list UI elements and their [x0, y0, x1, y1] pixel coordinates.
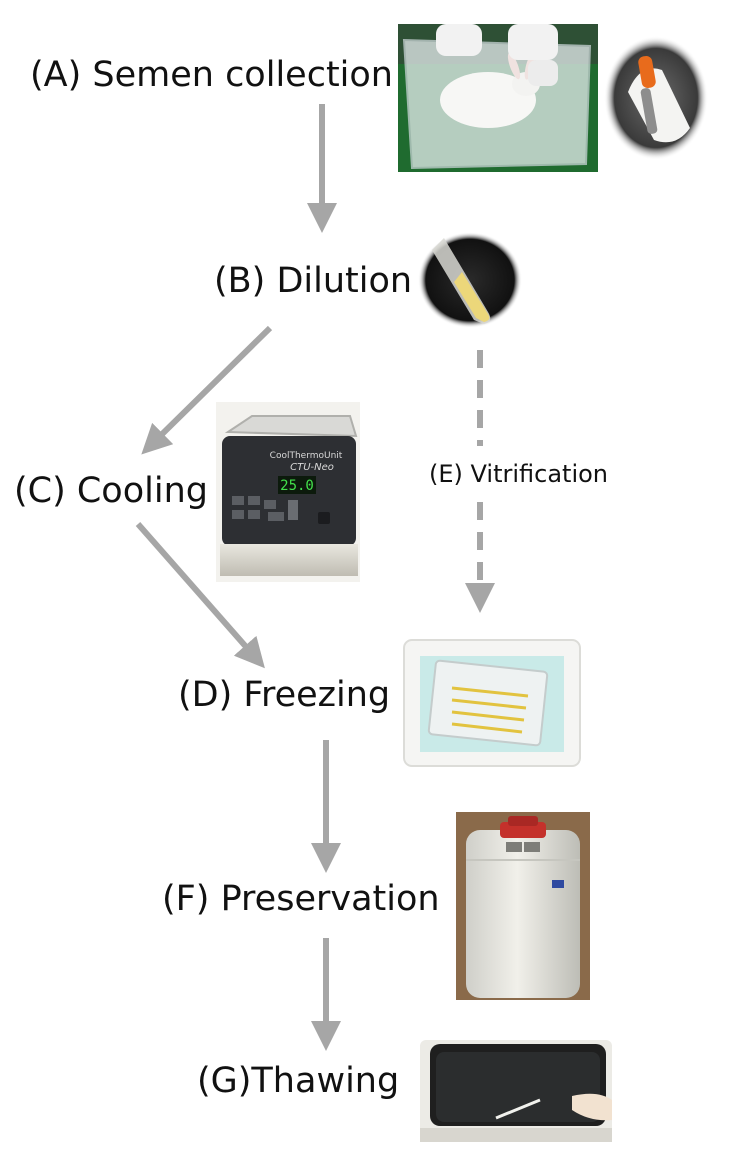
device-model-text: CTU-Neo	[290, 462, 334, 473]
arrow-c-to-d	[135, 522, 265, 669]
temperature-readout: 25.0	[280, 478, 314, 494]
cooling-device-photo: CoolThermoUnit CTU-Neo 25.0	[216, 402, 360, 582]
step-label-vitrification: (E) Vitrification	[429, 460, 609, 488]
nitrogen-tank-photo	[456, 812, 590, 1000]
step-label-freezing: (D) Freezing	[178, 675, 391, 715]
device-brand-text: CoolThermoUnit	[270, 451, 343, 461]
freezing-box-photo	[403, 639, 581, 767]
semen-collection-photo	[398, 24, 598, 172]
step-label-preservation: (F) Preservation	[162, 879, 440, 919]
arrow-b-to-c	[141, 325, 273, 455]
dilution-photo	[418, 232, 522, 328]
collection-tube-photo	[604, 36, 708, 160]
water-bath-photo	[420, 1040, 612, 1142]
step-label-cooling: (C) Cooling	[14, 471, 208, 511]
step-label-dilution: (B) Dilution	[214, 261, 413, 301]
step-label-thawing: (G)Thawing	[197, 1061, 400, 1101]
step-label-semen-collection: (A) Semen collection	[30, 55, 393, 95]
